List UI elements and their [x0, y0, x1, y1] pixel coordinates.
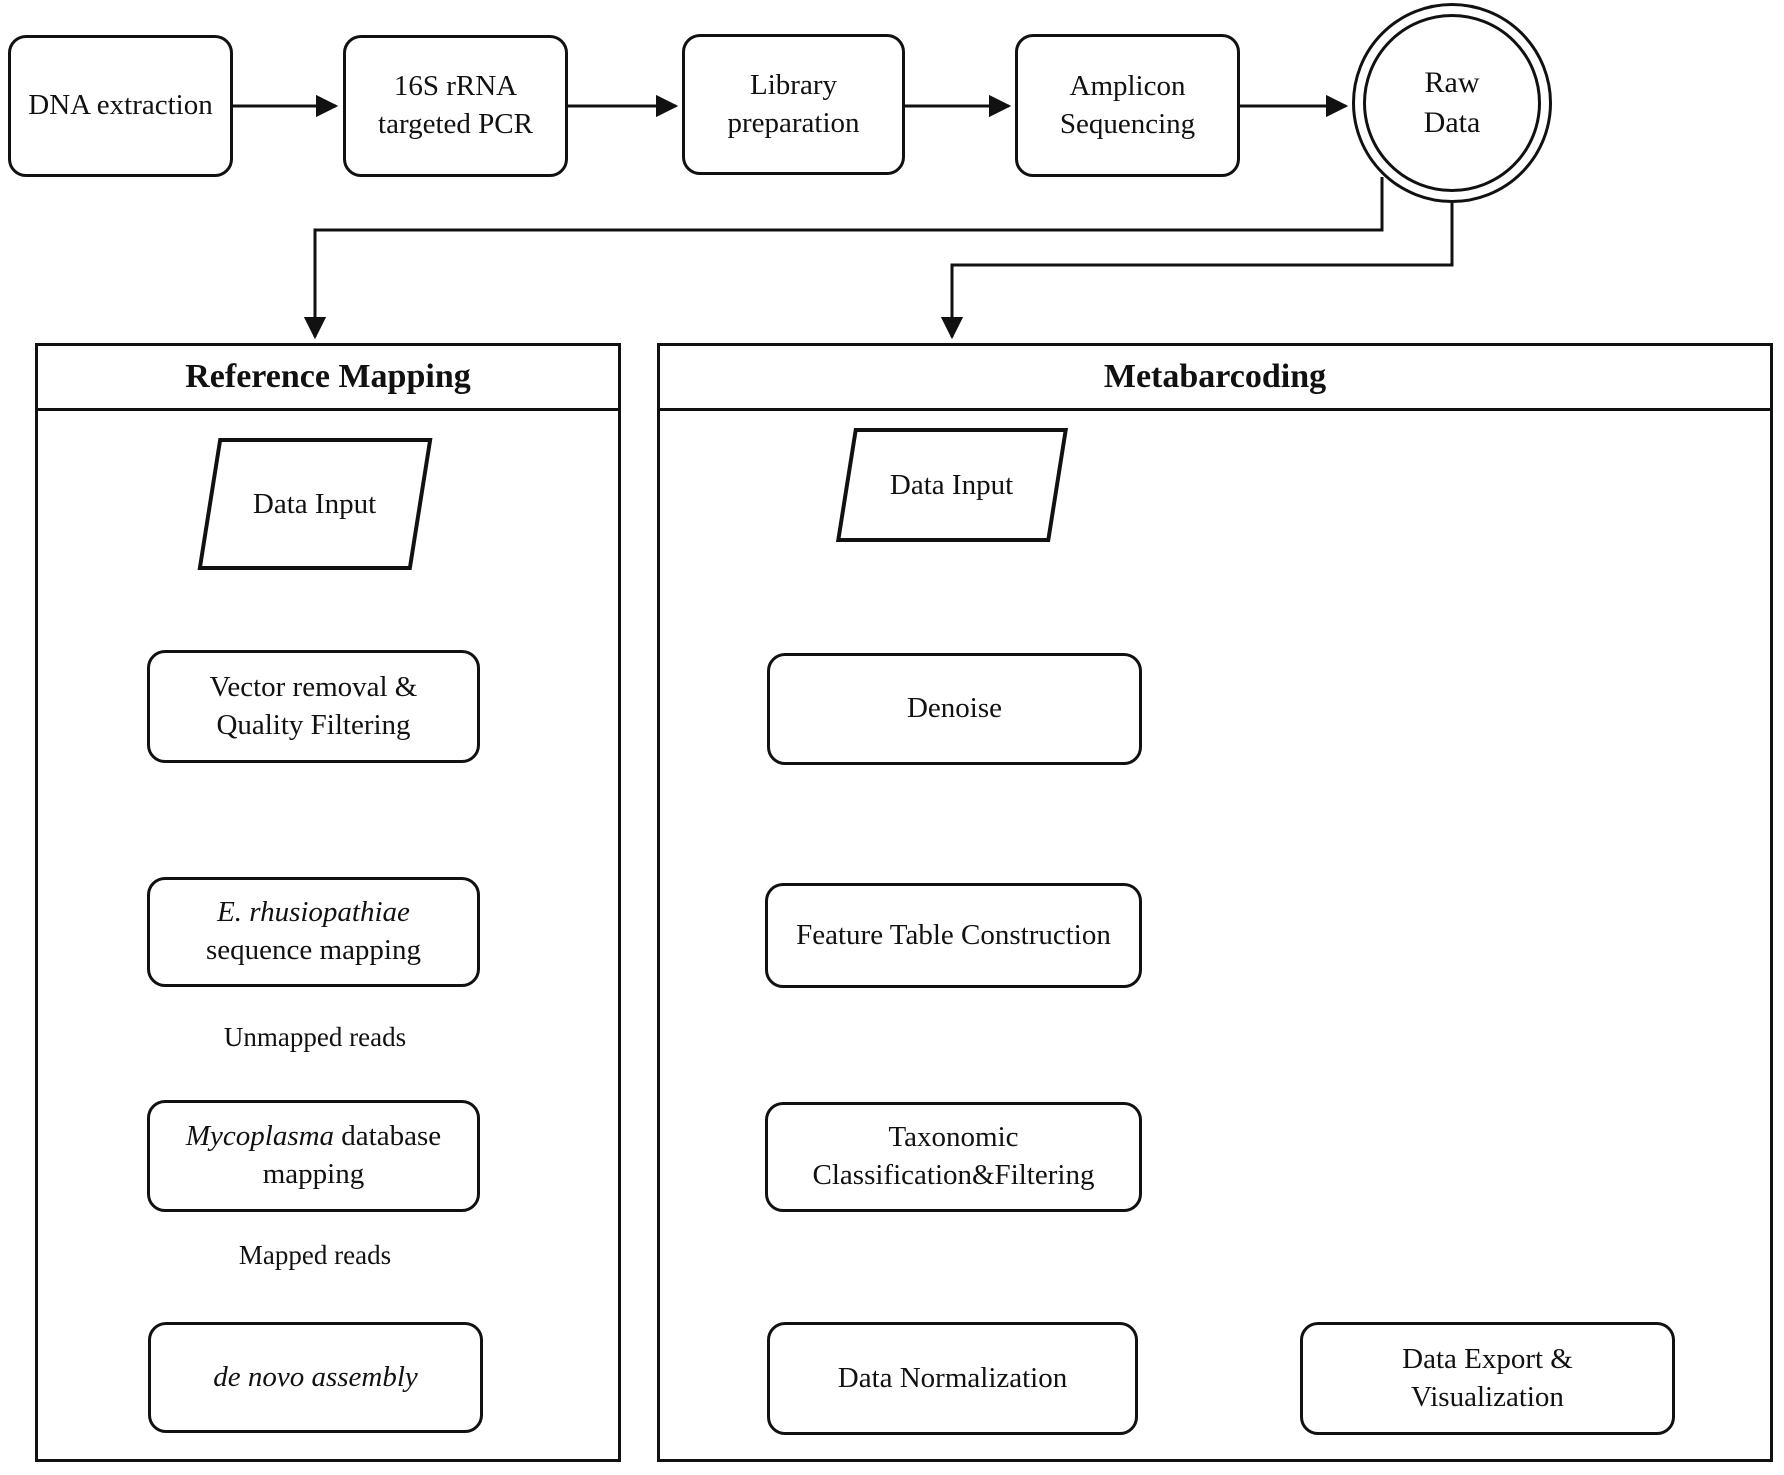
mycoplasma-genus-name: Mycoplasma — [185, 1120, 335, 1153]
node-erhusiopathiae-sequence-mapping: E. rhusiopathiae sequence mapping — [147, 877, 480, 987]
node-pcr-label-line2: targeted PCR — [378, 108, 533, 140]
node-pcr-label-line1: 16S rRNA — [393, 70, 518, 103]
de-novo-assembly-label: de novo assembly — [213, 1360, 418, 1393]
node-de-novo-assembly: de novo assembly — [148, 1322, 483, 1433]
vector-label-line2: Quality Filtering — [216, 708, 411, 741]
node-taxonomic-classification-filtering: Taxonomic Classification&Filtering — [765, 1102, 1142, 1212]
node-amplicon-sequencing: Amplicon Sequencing — [1015, 34, 1240, 177]
connector-rawdata-to-metabarcoding — [940, 203, 1454, 340]
erhusio-label-line2: sequence mapping — [205, 934, 421, 966]
erhusio-species-name: E. rhusiopathiae — [217, 896, 410, 929]
metabarcoding-header: Metabarcoding — [660, 346, 1770, 411]
node-feature-table-construction: Feature Table Construction — [765, 883, 1142, 988]
data-export-label-line1: Data Export & — [1402, 1342, 1573, 1375]
node-denoise: Denoise — [767, 653, 1142, 765]
reference-mapping-header: Reference Mapping — [38, 346, 618, 411]
connector-rawdata-to-reference-mapping — [303, 177, 1384, 340]
mapped-reads-label: Mapped reads — [185, 1240, 445, 1271]
metabarcoding-title: Metabarcoding — [1103, 358, 1327, 395]
node-dna-extraction-label: DNA extraction — [28, 89, 213, 122]
node-data-export-visualization: Data Export & Visualization — [1300, 1322, 1675, 1435]
node-amplicon-label-line2: Sequencing — [1059, 107, 1196, 140]
node-data-normalization: Data Normalization — [767, 1322, 1138, 1435]
node-meta-data-input: Data Input — [835, 428, 1069, 542]
data-normalization-label: Data Normalization — [837, 1361, 1068, 1394]
node-raw-data: Raw Data — [1352, 3, 1552, 203]
node-ref-data-input: Data Input — [197, 438, 433, 570]
reference-mapping-title: Reference Mapping — [185, 358, 471, 395]
raw-data-inner-circle: Raw Data — [1363, 14, 1541, 192]
mycoplasma-label-line1: Mycoplasma database — [186, 1118, 441, 1156]
taxonomic-label-line2: Classification&Filtering — [812, 1159, 1095, 1191]
denoise-label: Denoise — [906, 692, 1003, 725]
taxonomic-label-line1: Taxonomic — [888, 1121, 1019, 1154]
unmapped-reads-label: Unmapped reads — [185, 1022, 445, 1053]
node-dna-extraction: DNA extraction — [8, 35, 233, 177]
mycoplasma-label-line2: mapping — [262, 1158, 365, 1190]
raw-data-label-line1: Raw — [1424, 65, 1480, 99]
node-amplicon-label-line1: Amplicon — [1069, 69, 1186, 102]
feature-table-label: Feature Table Construction — [796, 918, 1111, 951]
data-export-label-line2: Visualization — [1411, 1380, 1564, 1413]
node-16s-rrna-targeted-pcr: 16S rRNA targeted PCR — [343, 35, 568, 177]
meta-data-input-label: Data Input — [890, 468, 1014, 501]
vector-label-line1: Vector removal & — [209, 670, 418, 703]
node-vector-removal-quality-filtering: Vector removal & Quality Filtering — [147, 650, 480, 763]
node-library-label-line1: Library — [750, 68, 837, 101]
node-library-label-line2: preparation — [727, 106, 860, 139]
ref-data-input-label: Data Input — [253, 487, 377, 520]
mycoplasma-label-rest: database — [334, 1120, 442, 1153]
raw-data-label-line2: Data — [1423, 106, 1481, 139]
node-library-preparation: Library preparation — [682, 34, 905, 175]
node-mycoplasma-database-mapping: Mycoplasma database mapping — [147, 1100, 480, 1212]
